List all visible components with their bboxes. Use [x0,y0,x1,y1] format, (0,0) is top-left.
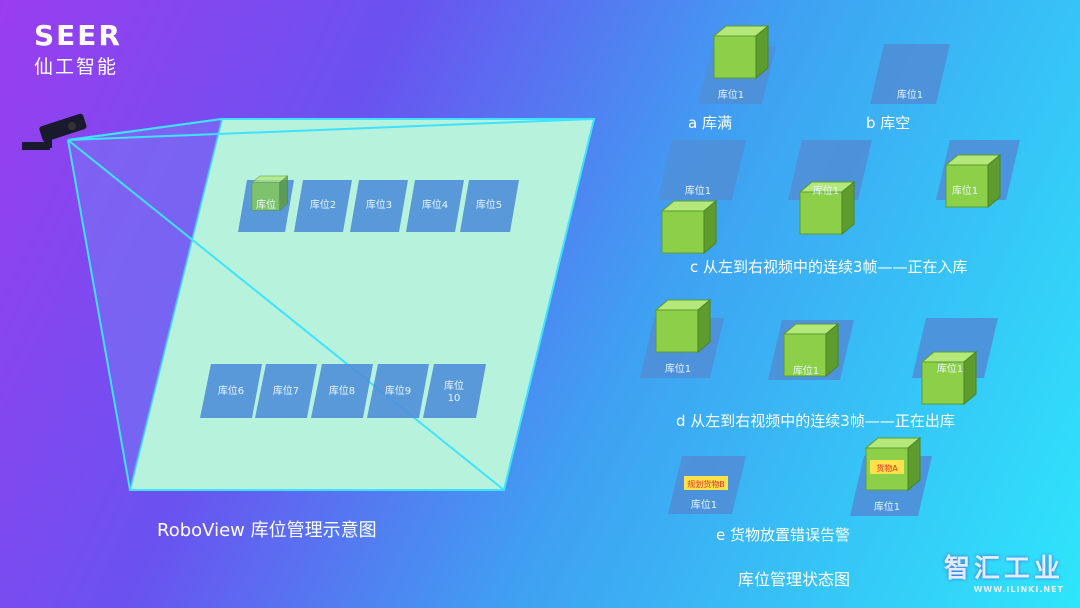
slot-label: 库位5 [476,198,502,211]
planned-cargo-tag: 规划货物B [687,479,725,489]
main-diagram-caption: RoboView 库位管理示意图 [157,520,377,541]
cargo-cube [655,299,711,353]
slot-label: 库位1 [793,364,819,377]
camera-field-of-view [67,117,596,491]
state-b-caption: b 库空 [866,114,911,132]
watermark-logo: 智汇工业 WWW.ILINKI.NET [944,548,1064,594]
error-tag [870,460,904,474]
slot-label: 库位6 [218,384,244,397]
slot-label: 库位1 [897,88,923,101]
state-a-full: 库位1 [698,25,776,104]
slot [350,180,408,232]
logo-brand: SEER [34,19,122,52]
cargo-cube [713,25,769,79]
slot [367,364,429,418]
slot-label: 库位1 [718,88,744,101]
slot [406,180,464,232]
slot-label: 库位2 [310,198,336,211]
error-tag [684,476,728,490]
state-d-caption: d 从左到右视频中的连续3帧——正在出库 [676,412,955,430]
slot [294,180,352,232]
state-b-empty: 库位1 [870,44,950,104]
camera-icon [22,113,87,150]
watermark-main: 智汇工业 [943,554,1064,584]
slot [460,180,519,232]
state-e-misplacement: 规划货物B 库位1 货物A 库位1 [668,437,932,516]
slot-label: 库位1 [952,184,978,197]
slot [200,364,262,418]
state-d-leaving: 库位1 库位1 库位1 [640,299,998,405]
slot-label: 库位9 [385,384,411,397]
watermark-url: WWW.ILINKI.NET [973,585,1064,594]
slot-label: 库位1 [685,184,711,197]
actual-cargo-tag: 货物A [876,463,898,473]
state-e-caption: e 货物放置错误告警 [716,526,850,544]
state-c-entering: 库位1 库位1 库位1 [658,140,1020,254]
cargo-cube [945,154,1001,208]
logo-chinese: 仙工智能 [34,56,119,78]
cargo-cube [921,351,977,405]
slot-label: 库位1 [813,184,839,197]
state-c-caption: c 从左到右视频中的连续3帧——正在入库 [690,258,968,276]
state-a-caption: a 库满 [688,114,732,132]
slot-label: 库位1 [937,362,963,375]
slot-label: 库位 [256,198,276,211]
cargo-cube [661,200,717,254]
slot [255,364,317,418]
seer-logo: SEER 仙工智能 [34,22,122,79]
slot-label: 库位3 [366,198,392,211]
slot-label: 库位1 [691,498,717,511]
state-diagram-title: 库位管理状态图 [738,570,851,589]
slot-label: 库位7 [273,384,299,397]
slot-label: 库位4 [422,198,448,211]
slot-label: 库位1 [874,500,900,513]
slot [423,364,486,418]
slot-label: 库位1 [665,362,691,375]
top-slot-row: 库位 库位2 库位3 库位4 库位5 [238,175,519,232]
slot [311,364,373,418]
slot-label: 库位8 [329,384,355,397]
